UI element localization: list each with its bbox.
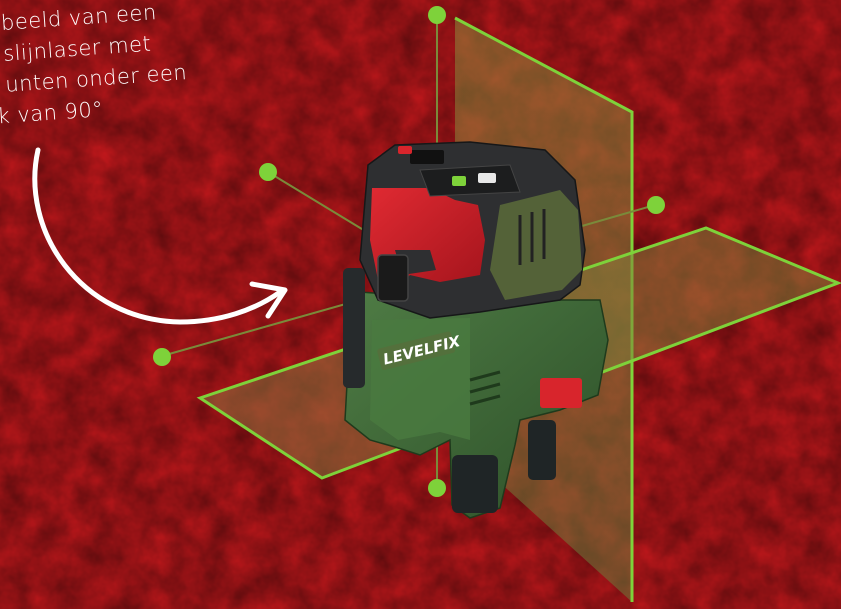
device-control-panel <box>420 165 520 196</box>
device-leg-side <box>528 420 556 480</box>
annotation-text: beeld van een slijnlaser met unten onder… <box>0 0 268 132</box>
device-side-grip <box>490 190 582 300</box>
laser-dot-top <box>428 6 446 24</box>
side-laser-window <box>378 255 408 301</box>
laser-dot-front <box>153 348 171 366</box>
top-window <box>410 150 444 164</box>
laser-dot-bottom <box>428 479 446 497</box>
device-base-window <box>540 378 582 408</box>
device-left-bracket <box>343 268 365 388</box>
device-leg-front <box>452 455 498 513</box>
power-button <box>452 176 466 186</box>
laser-dot-left <box>259 163 277 181</box>
top-red-strip <box>398 146 412 154</box>
laser-dot-right <box>647 196 665 214</box>
mode-button <box>478 173 496 183</box>
